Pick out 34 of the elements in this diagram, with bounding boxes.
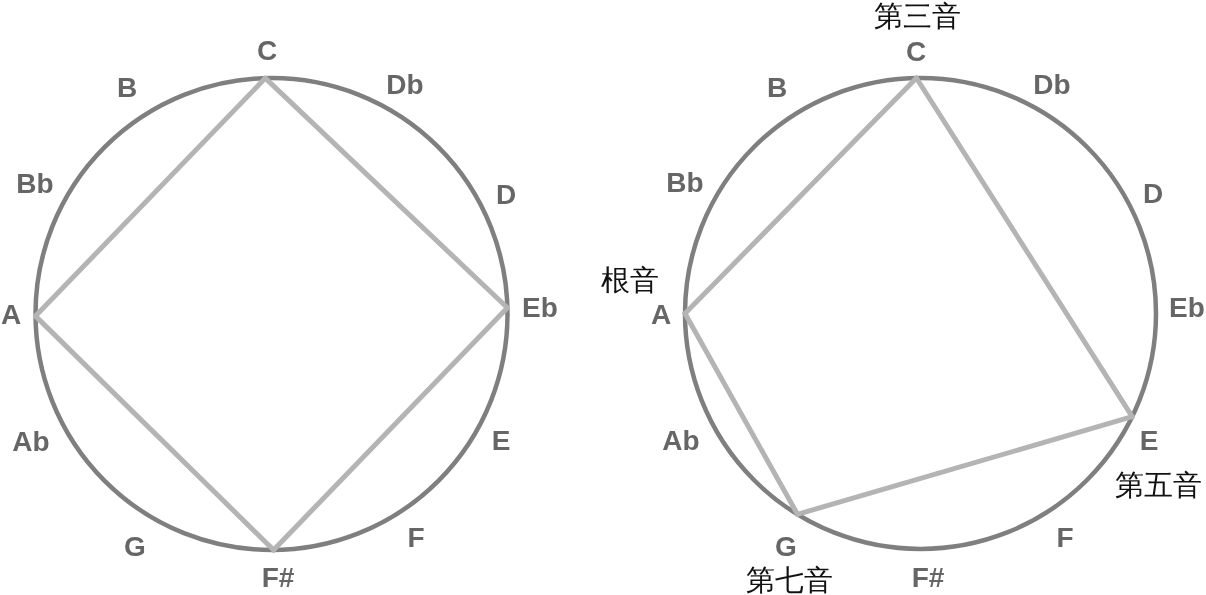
chord-line	[682, 311, 800, 517]
chord-tone-label: 第五音	[1114, 470, 1202, 500]
chord-line	[271, 305, 510, 553]
note-label: C	[905, 38, 927, 66]
note-label: Ab	[12, 428, 50, 456]
note-label: E	[1139, 427, 1159, 455]
note-label: Db	[1033, 71, 1071, 99]
note-label: Bb	[666, 169, 704, 197]
note-label: Eb	[1169, 294, 1205, 322]
chord-line	[33, 75, 268, 319]
note-label: B	[116, 74, 138, 102]
note-label: F	[407, 524, 425, 552]
note-label: Eb	[522, 294, 558, 322]
chord-tone-label: 第七音	[745, 565, 833, 595]
chord-line	[262, 75, 510, 311]
note-label: F	[1056, 524, 1074, 552]
note-label: A	[650, 301, 672, 329]
note-label: A	[0, 301, 22, 329]
note-label: F#	[911, 564, 945, 592]
note-label: Bb	[16, 170, 54, 198]
note-label: F#	[261, 564, 295, 592]
note-label: G	[124, 533, 146, 561]
chord-line	[682, 75, 919, 316]
chord-tone-label: 第三音	[874, 1, 962, 31]
chord-tone-label: 根音	[601, 265, 659, 295]
note-label: G	[775, 533, 797, 561]
note-label: Db	[386, 71, 424, 99]
note-label: C	[256, 37, 278, 65]
note-label: D	[495, 181, 517, 209]
note-label: E	[491, 427, 511, 455]
chord-line	[33, 313, 277, 553]
note-label: B	[766, 74, 788, 102]
note-label: D	[1142, 180, 1164, 208]
note-label: Ab	[662, 427, 700, 455]
